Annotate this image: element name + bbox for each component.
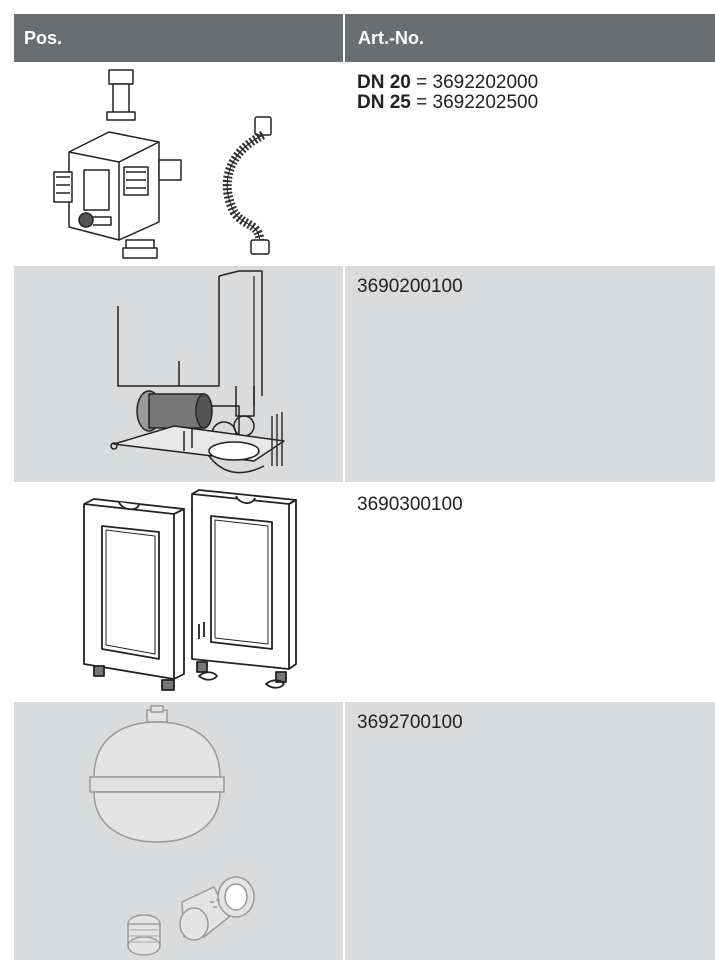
art-no-line-dn25: DN 25 = 3692202500 [357, 93, 715, 113]
header-art-no: Art.-No. [345, 14, 715, 62]
expansion-vessel-image [89, 705, 255, 956]
row-divider [14, 482, 715, 484]
pos-cell [14, 484, 343, 700]
art-no-line-dn20: DN 20 = 3692202000 [357, 73, 715, 93]
parts-table: Pos. Art.-No. [14, 0, 715, 960]
pos-cell [14, 62, 343, 264]
article-number: 3692202500 [432, 92, 539, 113]
size-label: DN 25 [357, 92, 411, 113]
table-row: 3692700100 [14, 702, 715, 960]
article-number: 3690200100 [357, 276, 463, 297]
art-no-cell: DN 20 = 3692202000 DN 25 = 3692202500 [345, 62, 715, 264]
table-row: 3690200100 [14, 266, 715, 482]
equals-sign: = [410, 72, 433, 93]
table-row: 3690300100 [14, 484, 715, 700]
size-label: DN 20 [357, 72, 411, 93]
pos-cell [14, 266, 343, 482]
stand-frames-image [83, 489, 297, 691]
article-number: 3690300100 [357, 494, 463, 515]
article-number: 3692202000 [432, 72, 539, 93]
art-no-cell: 3692700100 [345, 702, 715, 960]
pos-cell [14, 702, 343, 960]
art-no-cell: 3690200100 [345, 266, 715, 482]
valve-assembly-image [53, 69, 272, 259]
article-number: 3692700100 [357, 712, 463, 733]
equals-sign: = [410, 92, 433, 113]
row-divider [14, 700, 715, 702]
pump-assembly-image [110, 270, 285, 474]
art-no-cell: 3690300100 [345, 484, 715, 700]
table-row: DN 20 = 3692202000 DN 25 = 3692202500 [14, 62, 715, 264]
header-pos: Pos. [14, 14, 343, 62]
row-divider [14, 264, 715, 266]
